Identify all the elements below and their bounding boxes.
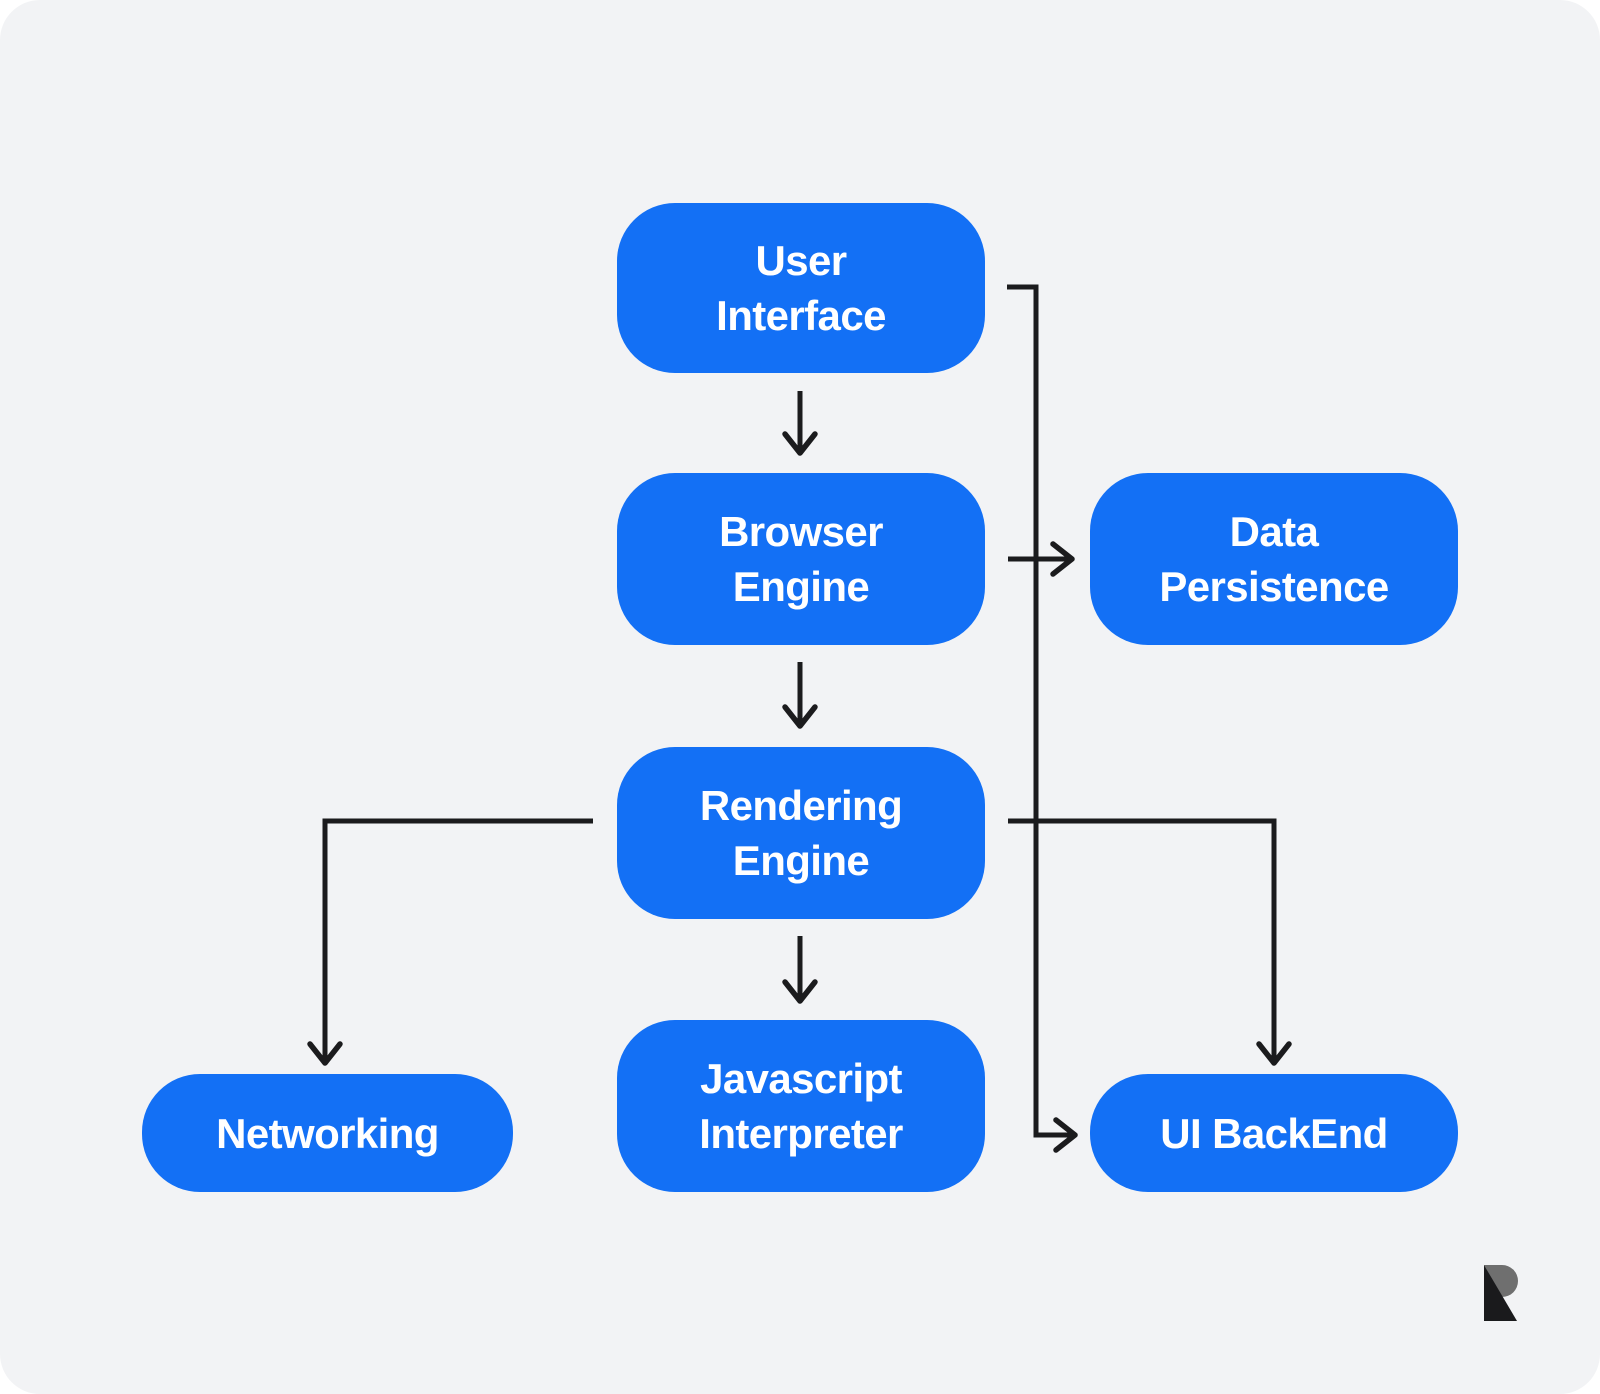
arrowhead-browser-engine-to-rendering-engine <box>782 704 818 729</box>
arrowhead-user-interface-to-ui-backend <box>1053 1117 1078 1153</box>
r-logo-stem-shape <box>1484 1265 1517 1321</box>
connector-rendering-engine-to-ui-backend <box>1008 818 1277 1063</box>
node-label: Javascript <box>700 1055 902 1102</box>
connector-user-interface-to-ui-backend <box>1007 284 1075 1138</box>
arrowhead-rendering-engine-to-networking <box>307 1041 343 1066</box>
r-logo-bowl-shape <box>1484 1265 1518 1297</box>
node-label: Interpreter <box>699 1110 903 1157</box>
node-label: Rendering <box>699 782 903 829</box>
r-logo-icon <box>1484 1265 1518 1321</box>
arrowhead-rendering-engine-to-javascript-interpreter <box>782 979 818 1004</box>
node-label: Interface <box>716 292 886 339</box>
node-label: Persistence <box>1159 563 1389 610</box>
node-networking: Networking <box>142 1074 513 1192</box>
node-label: Data <box>1229 508 1319 555</box>
connector-rendering-engine-to-networking <box>322 818 593 1063</box>
node-label: Browser <box>719 508 883 555</box>
node-label: Networking <box>216 1109 439 1157</box>
node-label: User <box>755 237 848 284</box>
node-label: Engine <box>732 837 870 884</box>
node-label: UI BackEnd <box>1160 1109 1388 1157</box>
arrowhead-browser-engine-to-data-persistence <box>1050 541 1075 577</box>
node-ui-backend: UI BackEnd <box>1090 1074 1458 1192</box>
arrowhead-user-interface-to-browser-engine <box>782 431 818 456</box>
node-label: Engine <box>732 563 870 610</box>
arrowhead-rendering-engine-to-ui-backend <box>1256 1041 1292 1066</box>
